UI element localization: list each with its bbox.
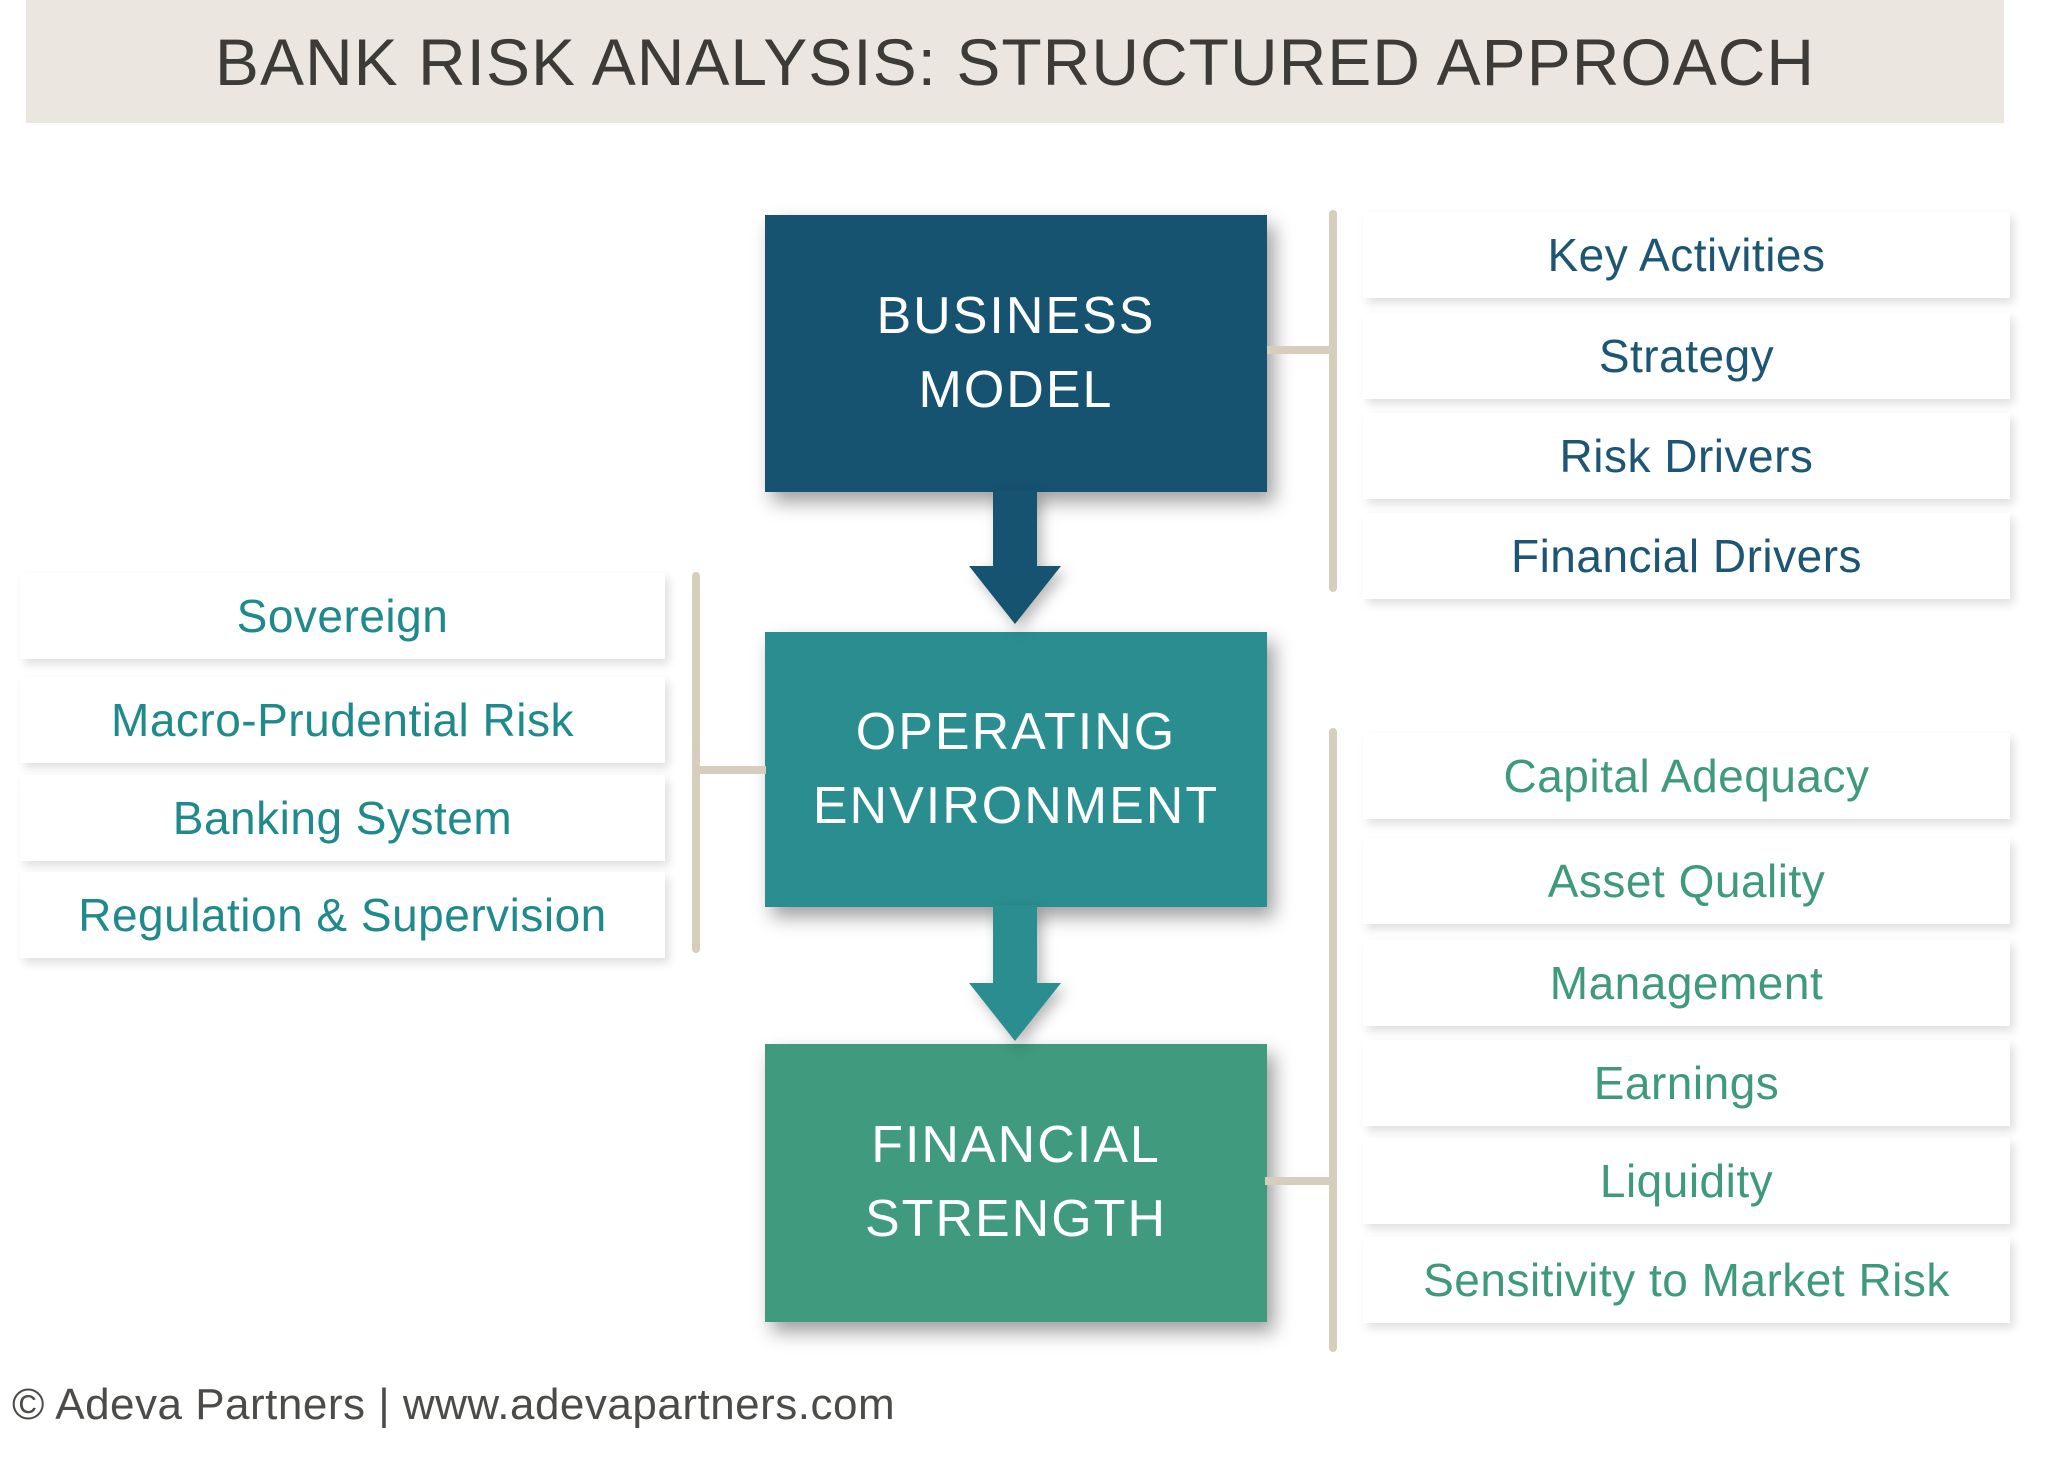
title-bar: BANK RISK ANALYSIS: STRUCTURED APPROACH [26, 0, 2004, 123]
arrow-head [969, 566, 1061, 624]
list-item-financial-drivers: Financial Drivers [1363, 513, 2010, 599]
flow-box-business-model: BUSINESS MODEL [765, 215, 1267, 492]
list-item-label: Sovereign [236, 590, 449, 642]
bracket-financial-strength-factors [1329, 728, 1337, 1352]
list-item-label: Strategy [1598, 330, 1775, 382]
financial-strength-label-line2: STRENGTH [865, 1190, 1167, 1248]
arrow-head [969, 983, 1061, 1041]
page-title: BANK RISK ANALYSIS: STRUCTURED APPROACH [214, 24, 1816, 99]
list-item-regulation-supervision: Regulation & Supervision [20, 872, 665, 958]
list-item-banking-system: Banking System [20, 775, 665, 861]
list-item-strategy: Strategy [1363, 313, 2010, 399]
list-item-key-activities: Key Activities [1363, 212, 2010, 298]
operating-environment-label-line1: OPERATING [855, 702, 1177, 761]
list-item-label: Regulation & Supervision [78, 889, 607, 941]
connector-financial-strength-to-bracket [1265, 1177, 1333, 1185]
business-model-label-line1: BUSINESS [876, 286, 1156, 345]
flow-box-operating-environment: OPERATING ENVIRONMENT [765, 632, 1267, 907]
business-model-label-line2: MODEL [918, 360, 1114, 419]
list-item-liquidity: Liquidity [1363, 1138, 2010, 1224]
flow-box-financial-strength: FINANCIAL STRENGTH [765, 1044, 1267, 1322]
list-item-label: Macro-Prudential Risk [111, 694, 574, 746]
list-item-earnings: Earnings [1363, 1040, 2010, 1126]
list-item-label: Asset Quality [1547, 855, 1826, 907]
financial-strength-label-line1: FINANCIAL [871, 1116, 1161, 1175]
list-item-management: Management [1363, 940, 2010, 1026]
list-item-label: Management [1549, 957, 1824, 1009]
list-item-label: Capital Adequacy [1503, 750, 1870, 802]
operating-environment-label-line2: ENVIRONMENT [812, 776, 1220, 835]
list-item-risk-drivers: Risk Drivers [1363, 413, 2010, 499]
list-item-sensitivity-to-market-risk: Sensitivity to Market Risk [1363, 1237, 2010, 1323]
bracket-operating-environment-factors [692, 572, 700, 953]
list-item-capital-adequacy: Capital Adequacy [1363, 733, 2010, 819]
list-item-asset-quality: Asset Quality [1363, 838, 2010, 924]
list-item-label: Banking System [172, 792, 513, 844]
arrow-stem [993, 490, 1037, 568]
list-item-label: Earnings [1593, 1057, 1780, 1109]
list-item-sovereign: Sovereign [20, 573, 665, 659]
list-item-macro-prudential-risk: Macro-Prudential Risk [20, 677, 665, 763]
list-item-label: Financial Drivers [1510, 530, 1863, 582]
list-item-label: Key Activities [1547, 229, 1826, 281]
list-item-label: Liquidity [1599, 1155, 1774, 1207]
arrow-stem [993, 905, 1037, 985]
list-item-label: Sensitivity to Market Risk [1423, 1254, 1950, 1306]
bracket-business-model-factors [1329, 210, 1337, 592]
connector-business-model-to-bracket [1267, 346, 1333, 354]
copyright-footer: © Adeva Partners | www.adevapartners.com [12, 1380, 896, 1429]
connector-operating-environment-to-bracket [696, 766, 766, 774]
list-item-label: Risk Drivers [1559, 430, 1814, 482]
